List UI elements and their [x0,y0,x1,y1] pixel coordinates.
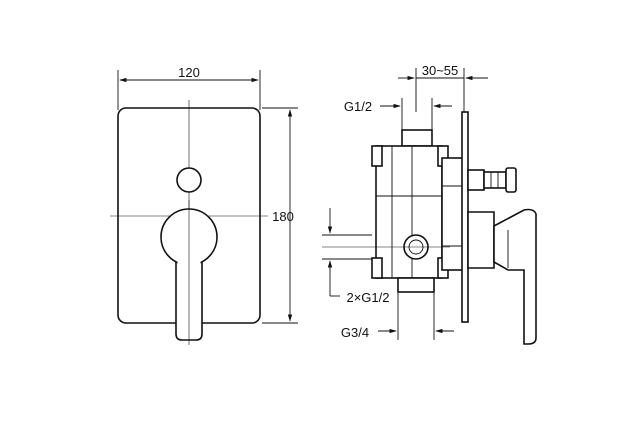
lever-profile [467,208,537,345]
diverter-knob [176,167,202,193]
height-label: 180 [272,209,294,224]
bottom-port [397,277,435,293]
side-view: 30~55 G1/2 [322,63,537,345]
depth-label: 30~55 [422,63,459,78]
wall-plate-side [461,111,469,323]
side-ports-label: 2×G1/2 [346,290,389,305]
top-port [401,129,433,147]
top-port-label: G1/2 [344,99,372,114]
lever-handle [160,200,218,345]
diverter-stem [467,167,517,193]
front-view: 120 180 [110,65,298,345]
cartridge-housing [441,157,465,271]
bottom-port-label: G3/4 [341,325,369,340]
width-label: 120 [178,65,200,80]
